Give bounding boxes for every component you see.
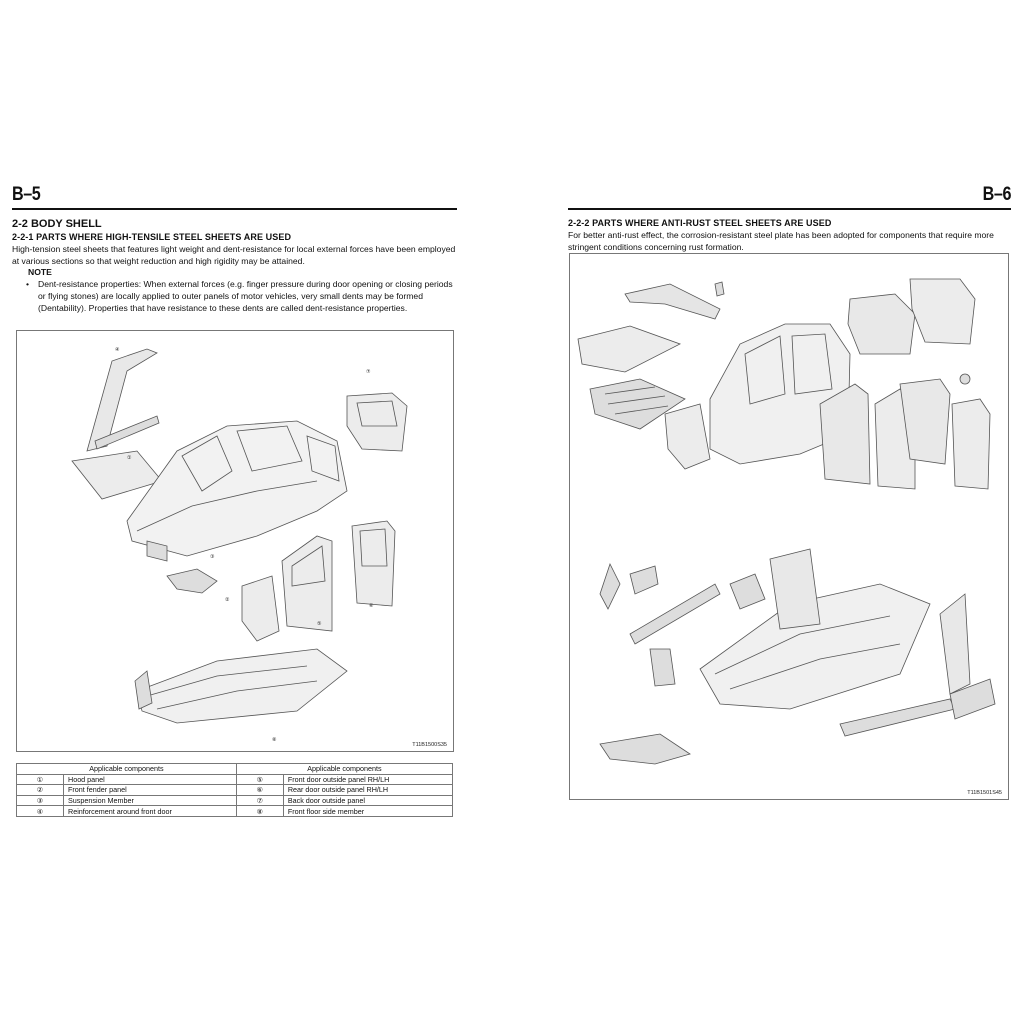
figure-code: T11B1500S35 [412, 742, 447, 748]
table-cell: ② [16, 784, 64, 796]
callout-4: ④ [115, 347, 120, 353]
left-figure-callouts: ④ ① ⑦ ③ ② ⑤ ⑥ ⑧ [115, 347, 374, 743]
right-page: B–6 2-2-2 PARTS WHERE ANTI-RUST STEEL SH… [568, 184, 1012, 800]
applicable-components-table: Applicable components Applicable compone… [16, 763, 454, 817]
intro-paragraph: For better anti-rust effect, the corrosi… [568, 230, 994, 252]
table-cell: Front door outside panel RH/LH [282, 773, 454, 786]
table-header-right: Applicable components [235, 763, 454, 775]
table-header-row: Applicable components Applicable compone… [16, 763, 454, 775]
page-number: B–6 [982, 184, 1012, 205]
table-row: ③ Suspension Member ⑦ Back door outside … [16, 794, 454, 807]
anti-rust-illustration [577, 278, 996, 765]
table-cell: ⑦ [235, 794, 284, 807]
table-cell: Front fender panel [63, 784, 237, 796]
table-cell: Reinforcement around front door [63, 805, 237, 817]
callout-2: ② [225, 597, 230, 603]
callout-6: ⑥ [369, 603, 374, 609]
table-row: ① Hood panel ⑤ Front door outside panel … [16, 773, 454, 786]
table-cell: Hood panel [63, 773, 237, 786]
header-rule [568, 208, 1011, 210]
table-cell: ③ [16, 794, 64, 807]
callout-5: ⑤ [317, 621, 322, 627]
body-shell-illustration: ④ ① ⑦ ③ ② ⑤ ⑥ ⑧ [71, 347, 408, 743]
table-cell: ⑥ [235, 784, 284, 796]
figure-code: T11B1501S45 [967, 790, 1002, 796]
table-header-left: Applicable components [16, 763, 237, 775]
body-shell-exploded-figure: ④ ① ⑦ ③ ② ⑤ ⑥ ⑧ T11B1500S35 [16, 330, 454, 752]
anti-rust-parts-figure: T11B1501S45 [569, 253, 1009, 800]
table-cell: ⑤ [235, 773, 284, 786]
table-row: ② Front fender panel ⑥ Rear door outside… [16, 784, 454, 796]
table-cell: ⑧ [235, 805, 284, 817]
subsection-title: 2-2-1 PARTS WHERE HIGH-TENSILE STEEL SHE… [12, 232, 292, 242]
callout-8: ⑧ [272, 737, 277, 743]
intro-paragraph: High-tension steel sheets that features … [12, 244, 456, 266]
left-page: B–5 2-2 BODY SHELL 2-2-1 PARTS WHERE HIG… [12, 184, 457, 817]
table-cell: Front floor side member [282, 805, 454, 817]
callout-7: ⑦ [366, 369, 371, 375]
page-number: B–5 [12, 184, 41, 205]
callout-1: ① [127, 455, 132, 461]
subsection-title: 2-2-2 PARTS WHERE ANTI-RUST STEEL SHEETS… [568, 218, 832, 228]
note-title: NOTE [28, 267, 52, 277]
table-cell: ④ [16, 805, 64, 817]
note-item: Dent-resistance properties: When externa… [26, 278, 457, 314]
table-cell: Suspension Member [63, 794, 237, 807]
section-title: 2-2 BODY SHELL [12, 218, 102, 230]
table-cell: ① [16, 773, 64, 786]
table-cell: Back door outside panel [282, 794, 454, 807]
table-row: ④ Reinforcement around front door ⑧ Fron… [16, 805, 454, 817]
callout-3: ③ [210, 554, 215, 560]
table-cell: Rear door outside panel RH/LH [282, 784, 454, 796]
header-rule [12, 208, 457, 210]
